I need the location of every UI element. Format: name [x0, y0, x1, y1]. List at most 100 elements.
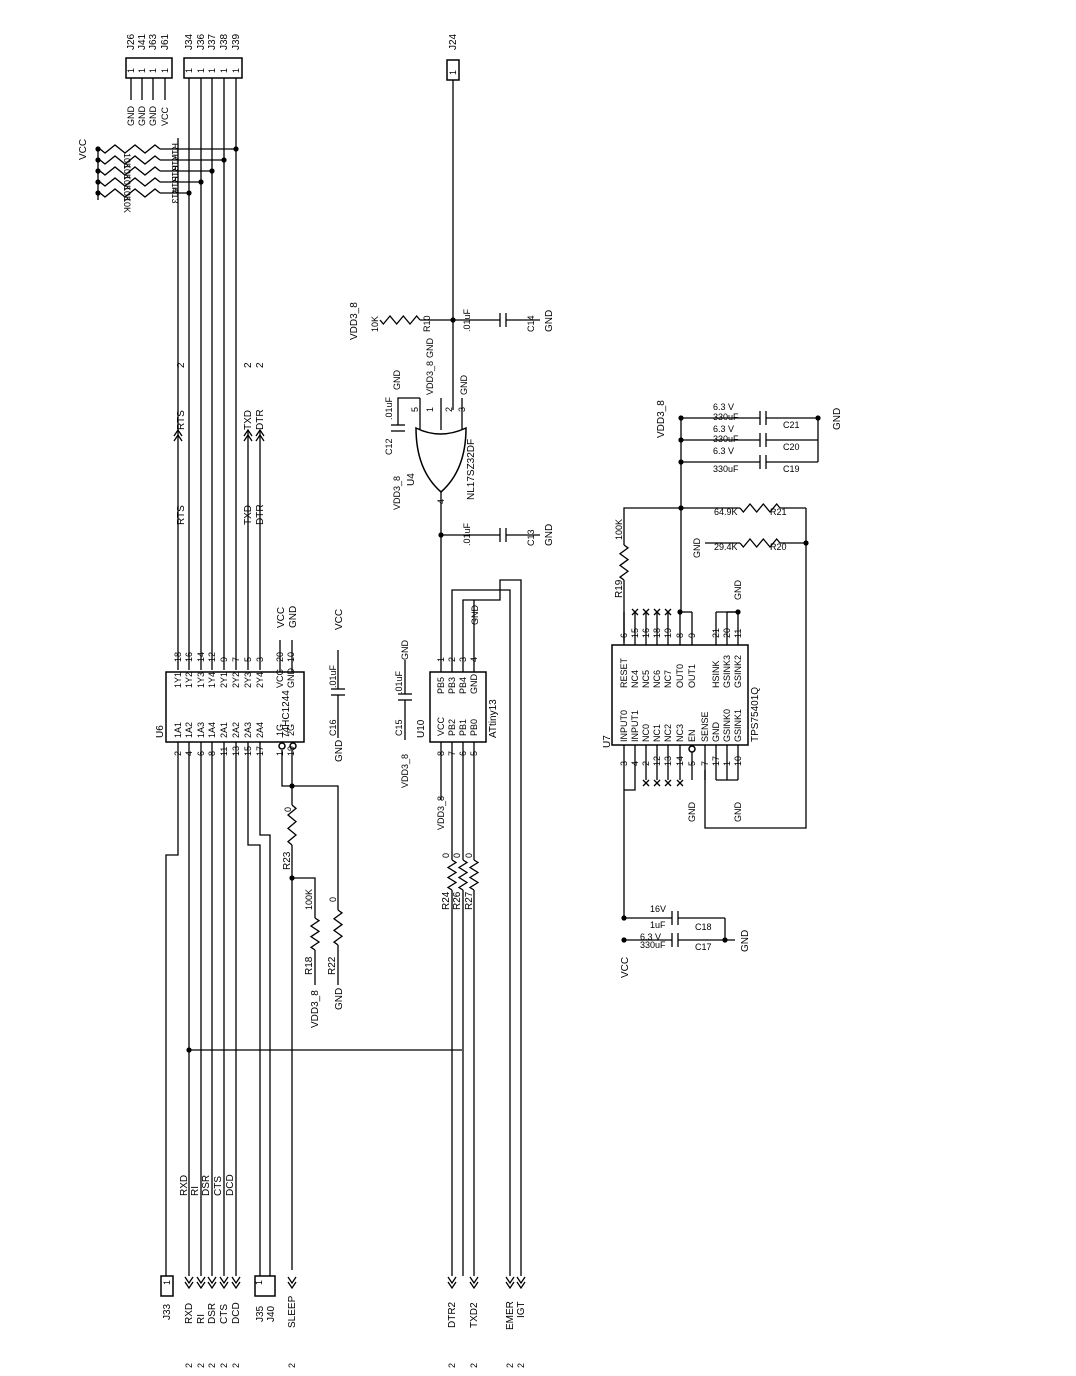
- sleep-wire: [281, 750, 339, 820]
- header-ref: J26: [126, 33, 137, 50]
- u10-chip: [429, 671, 487, 743]
- u7-pin-name: GSINK3: [722, 655, 732, 688]
- u6-pin-num: 7: [231, 657, 241, 662]
- dtr-port: [255, 433, 265, 442]
- dtr2-label: DTR2: [447, 1301, 458, 1328]
- net-txd: TXD: [243, 410, 254, 430]
- res-val: 10K: [370, 316, 380, 332]
- sleep-port: [287, 1281, 297, 1290]
- pb3-wire: [451, 589, 511, 1276]
- u7-pin-num: 16: [641, 628, 651, 638]
- pullup-ref: R14: [170, 176, 180, 193]
- gnd-label: GND: [733, 580, 743, 601]
- res-ref: R22: [327, 956, 338, 975]
- header-ref: J37: [207, 33, 218, 50]
- junction-dot: [95, 179, 101, 185]
- header-pin: 1: [162, 1280, 172, 1285]
- u7-pin-name: NC2: [663, 724, 673, 742]
- gnd-label: GND: [400, 640, 410, 661]
- cap-ref: C18: [695, 922, 712, 932]
- signal-port: [184, 1276, 194, 1285]
- emer-port: [505, 1281, 515, 1290]
- pullup-value: 10K: [122, 197, 132, 213]
- header-ref: J39: [231, 33, 242, 50]
- no-connect-mark: [676, 779, 684, 787]
- header-pin: 1: [448, 70, 458, 75]
- pullup-ref: R15: [170, 165, 180, 182]
- junction-dot: [95, 190, 101, 196]
- sense-wire: [704, 508, 807, 829]
- r22-resistor: [332, 909, 344, 946]
- u7-pin-name: OUT1: [687, 664, 697, 688]
- header-net: VCC: [160, 106, 170, 126]
- gnd-label: GND: [692, 538, 702, 559]
- res-val: 0: [441, 853, 451, 858]
- page-ref: 2: [207, 1363, 217, 1368]
- u7-pin-name: GND: [711, 722, 721, 743]
- header-ref: J61: [160, 33, 171, 50]
- no-connect-mark: [642, 779, 650, 787]
- u6-pin-name: 1G: [275, 724, 285, 736]
- u6-pin-num: 10: [286, 652, 296, 662]
- u6-chip: [165, 671, 305, 743]
- gnd-label: GND: [334, 988, 345, 1010]
- txd-port: [243, 428, 253, 437]
- u7-pin-num: 9: [687, 633, 697, 638]
- page-ref: 2: [231, 1363, 241, 1368]
- u6-pin-name: 2A4: [255, 722, 265, 738]
- u7-pin-name: EN: [687, 729, 697, 742]
- cap-val: .01uF: [394, 670, 404, 694]
- txd2-port: [469, 1276, 479, 1285]
- u6-pin-num: 16: [184, 652, 194, 662]
- gnd-label: GND: [470, 605, 480, 626]
- vdd-label: VDD3_8: [392, 476, 402, 510]
- junction-dot: [198, 179, 204, 185]
- gnd-label: GND: [544, 524, 555, 546]
- u4-pin: 2: [444, 407, 454, 412]
- u7-pin-name: SENSE: [700, 711, 710, 742]
- u10-pin-num: 4: [469, 657, 479, 662]
- u7-pin-name: NC7: [663, 670, 673, 688]
- j35-j40-connector: [254, 1275, 276, 1297]
- no-connect-mark: [664, 608, 672, 616]
- cap-ref: C21: [783, 420, 800, 430]
- signal-port: [207, 1281, 217, 1290]
- u7-pin-name: INPUT0: [619, 710, 629, 742]
- u7-pin-num: 17: [711, 756, 721, 766]
- header-ref: J34: [184, 33, 195, 50]
- u6-pin-num: 5: [243, 657, 253, 662]
- header-connector-left: [125, 57, 173, 79]
- net-dtr: DTR: [255, 409, 266, 430]
- u10-pin-num: 7: [447, 751, 457, 756]
- res-val: 100K: [614, 519, 624, 540]
- u10-pin-name: PB5: [436, 677, 446, 694]
- res-ref: R27: [464, 891, 475, 910]
- pullup-resistor: [99, 166, 161, 176]
- dtr-port: [255, 428, 265, 437]
- res-ref: R23: [282, 851, 293, 870]
- dtr2-port: [447, 1281, 457, 1290]
- no-connect-mark: [653, 779, 661, 787]
- res-val: 0: [452, 853, 462, 858]
- header-pin: 1: [126, 68, 136, 73]
- pullup-value: 10K: [122, 175, 132, 191]
- series-resistor: [446, 859, 458, 891]
- u7-pin-num: 10: [733, 756, 743, 766]
- u4-or-gate: [415, 426, 467, 493]
- page-ref: 2: [196, 1363, 206, 1368]
- page-ref: 2: [176, 362, 187, 368]
- net-rts: RTS: [176, 505, 187, 525]
- u4-part: NL17SZ32DF: [466, 439, 477, 500]
- cap-voltage: 6.3 V: [640, 932, 661, 942]
- pb4-wire: [462, 579, 522, 1276]
- header-ref: J41: [137, 33, 148, 50]
- no-connect-mark: [664, 779, 672, 787]
- header-pin: 1: [160, 68, 170, 73]
- u7-pin-num: 8: [675, 633, 685, 638]
- u6-pin-name: 2A1: [219, 722, 229, 738]
- u7-pin-num: 1: [722, 761, 732, 766]
- u7-pin-name: NC4: [630, 670, 640, 688]
- igt-port: [516, 1276, 526, 1285]
- u6-pin-name: 2Y2: [231, 672, 241, 688]
